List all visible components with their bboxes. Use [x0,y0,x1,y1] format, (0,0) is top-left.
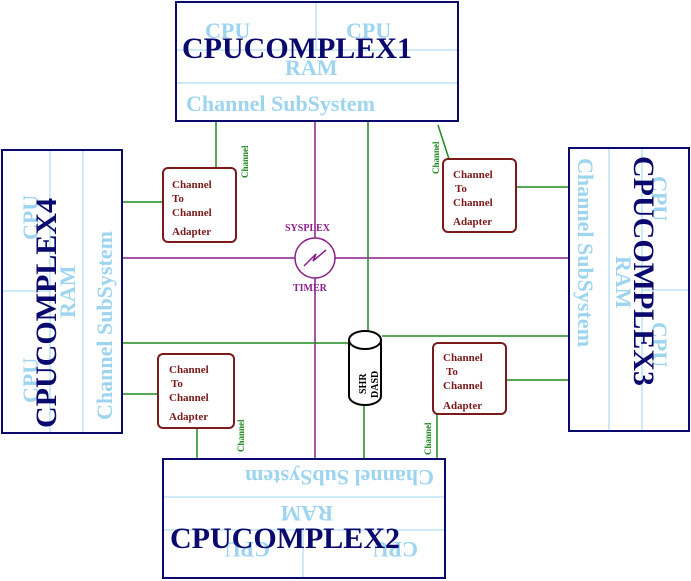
channel-label: Channel [236,419,246,452]
channel-subsystem-label: Channel SubSystem [186,91,375,116]
channel-label: Channel [240,145,250,178]
ctc-adapter: Channel To Channel Adapter [162,167,237,243]
complex-title: CPUCOMPLEX3 [627,156,660,386]
ctc-adapter: Channel To Channel Adapter [432,342,507,415]
complex-title: CPUCOMPLEX2 [170,522,400,555]
channel-subsystem-label: Channel SubSystem [92,231,117,420]
adapter-label: To [455,183,467,195]
complex-grid [608,149,688,430]
channel-subsystem-label: Channel SubSystem [245,465,434,490]
adapter-label: Channel [443,352,483,364]
timer-top-label: SYSPLEX [285,223,331,234]
adapter-label: Channel [453,197,493,209]
adapter-label: Channel [172,207,212,219]
sysplex-timer: SYSPLEX TIMER [285,223,336,294]
cpu-label: CPU [205,18,250,43]
timer-bottom-label: TIMER [293,283,328,294]
ram-label: RAM [611,256,636,309]
adapter-label: Adapter [172,226,211,238]
adapter-label: Adapter [453,216,492,228]
complex-box [175,1,459,122]
dasd-cylinder-icon [348,330,382,406]
adapter-box [432,342,507,415]
cpu-label: CPU [225,537,270,562]
dasd-label: DASD [370,371,381,398]
adapter-label: Channel [172,179,212,191]
adapter-label: Adapter [443,400,482,412]
adapter-box [442,158,517,233]
adapter-label: To [446,366,458,378]
ram-label: RAM [280,501,333,526]
cpu-label: CPU [18,195,43,240]
complex-title: CPUCOMPLEX1 [182,32,412,65]
adapter-label: To [172,193,184,205]
complex-title: CPUCOMPLEX4 [30,198,63,428]
channel-subsystem-label: Channel SubSystem [573,158,598,347]
cpu-complex-2: Channel SubSystem RAM CPU CPU CPUCOMPLEX… [162,458,446,579]
adapter-label: Channel [453,169,493,181]
dasd-label: SHR [358,373,369,394]
adapter-label: Channel [169,392,209,404]
ram-label: RAM [285,55,338,80]
adapter-label: To [171,378,183,390]
ctc-adapter: Channel To Channel Adapter [157,353,235,429]
adapter-box [162,167,237,243]
timer-hands-icon [303,249,327,267]
cpu-label: CPU [647,176,672,221]
adapter-label: Adapter [169,411,208,423]
complex-grid [3,151,84,432]
complex-grid [164,496,444,577]
complex-box [162,458,446,579]
channel-label: Channel [423,422,433,455]
adapter-label: Channel [443,380,483,392]
channel-link [437,124,450,160]
ram-label: RAM [55,265,80,318]
dasd-cylinder-top [348,339,382,350]
adapter-box [157,353,235,429]
sysplex-links [122,121,569,459]
adapter-label: Channel [169,364,209,376]
shared-dasd: SHR DASD [348,330,382,406]
complex-grid [177,3,457,84]
ctc-adapter: Channel To Channel Adapter [442,158,517,233]
complex-box [1,149,123,434]
cpu-label: CPU [346,18,391,43]
channel-label: Channel [431,141,441,174]
cpu-complex-3: Channel SubSystem RAM CPU CPU CPUCOMPLEX… [568,147,690,432]
cpu-label: CPU [18,358,43,403]
channel-links [122,121,569,459]
cpu-label: CPU [647,322,672,367]
cpu-complex-1: CPU CPU RAM Channel SubSystem CPUCOMPLEX… [175,1,459,122]
cpu-label: CPU [373,537,418,562]
complex-box [568,147,690,432]
cpu-complex-4: CPU CPU RAM Channel SubSystem CPUCOMPLEX… [1,149,123,434]
